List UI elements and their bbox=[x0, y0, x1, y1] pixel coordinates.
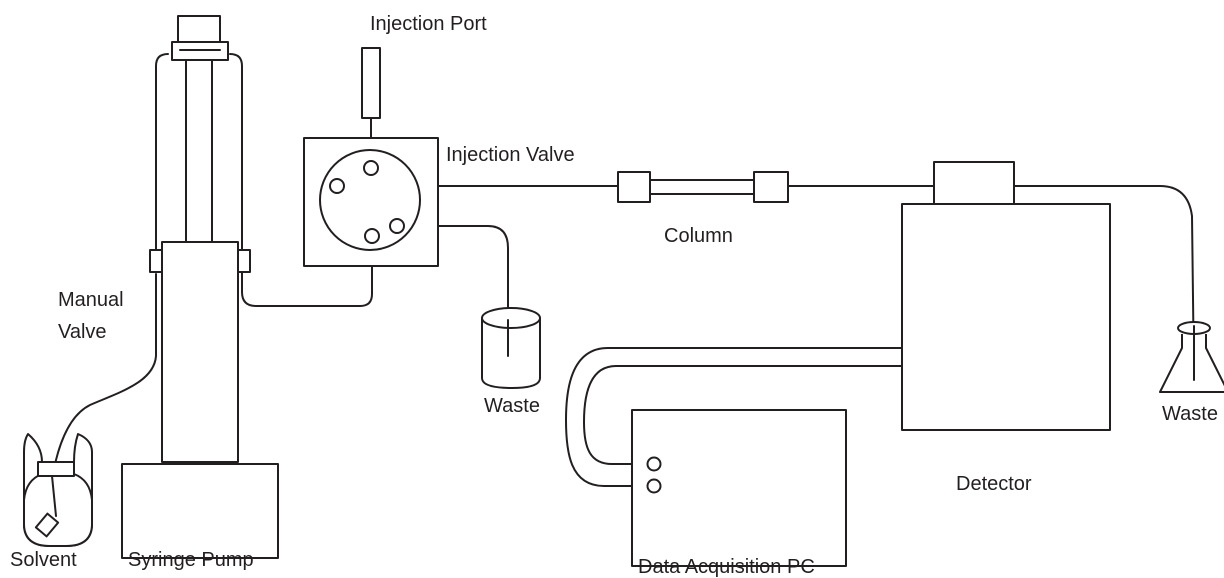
pump-side-tube-right bbox=[229, 53, 243, 251]
bottle-shoulder bbox=[23, 473, 93, 547]
pump-base bbox=[121, 463, 279, 559]
pump-side-tube-left bbox=[155, 53, 169, 251]
detector-body bbox=[901, 203, 1111, 431]
valve-port-bottom bbox=[364, 228, 380, 244]
syringe-pump bbox=[121, 15, 279, 559]
injection-valve bbox=[303, 137, 439, 267]
data-acquisition-pc bbox=[631, 409, 847, 567]
solvent-bottle bbox=[23, 433, 93, 547]
waste-flask bbox=[1159, 321, 1224, 393]
label-column: Column bbox=[664, 225, 733, 247]
column-body bbox=[649, 179, 755, 195]
valve-port-left bbox=[329, 178, 345, 194]
label-detector: Detector bbox=[956, 473, 1032, 495]
label-syringe-pump: Syringe Pump bbox=[128, 549, 254, 571]
label-manual-valve-line2: Valve bbox=[58, 321, 107, 343]
pump-clip-left bbox=[149, 249, 163, 273]
column-fitting-right bbox=[753, 171, 789, 203]
label-injection-valve: Injection Valve bbox=[446, 144, 575, 166]
bottle-inner-tube bbox=[51, 475, 57, 517]
detector bbox=[901, 161, 1111, 431]
label-injection-port: Injection Port bbox=[370, 13, 487, 35]
pc-port-lower bbox=[646, 478, 662, 494]
waste-cup bbox=[481, 307, 541, 389]
cup-body bbox=[481, 318, 541, 389]
cup-rim bbox=[481, 307, 541, 329]
tube-valve-to-waste bbox=[403, 225, 509, 357]
label-waste-flask: Waste bbox=[1162, 403, 1218, 425]
column bbox=[617, 171, 789, 203]
labels: Injection Port Injection Valve Column Ma… bbox=[10, 13, 1218, 578]
valve-port-right bbox=[389, 218, 405, 234]
label-solvent: Solvent bbox=[10, 549, 77, 571]
bottle-filter bbox=[34, 512, 60, 538]
pump-body bbox=[161, 241, 239, 463]
tube-pump-to-valve bbox=[241, 239, 373, 307]
data-cable-lower bbox=[583, 365, 903, 465]
pc-body bbox=[631, 409, 847, 567]
tube-detector-to-waste bbox=[1013, 185, 1195, 381]
flask-body bbox=[1159, 334, 1224, 393]
detector-flow-cell bbox=[933, 161, 1015, 205]
bottle-cap bbox=[37, 461, 75, 477]
label-waste-cup: Waste bbox=[484, 395, 540, 417]
label-data-pc: Data Acquisition PC bbox=[638, 556, 815, 578]
data-cable-upper bbox=[565, 347, 903, 487]
injection-port bbox=[361, 47, 381, 119]
pc-port-upper bbox=[646, 456, 662, 472]
pump-clip-right bbox=[237, 249, 251, 273]
valve-port-top bbox=[363, 160, 379, 176]
label-manual-valve-line1: Manual bbox=[58, 289, 124, 311]
pump-top-knob bbox=[177, 15, 221, 43]
column-fitting-left bbox=[617, 171, 651, 203]
